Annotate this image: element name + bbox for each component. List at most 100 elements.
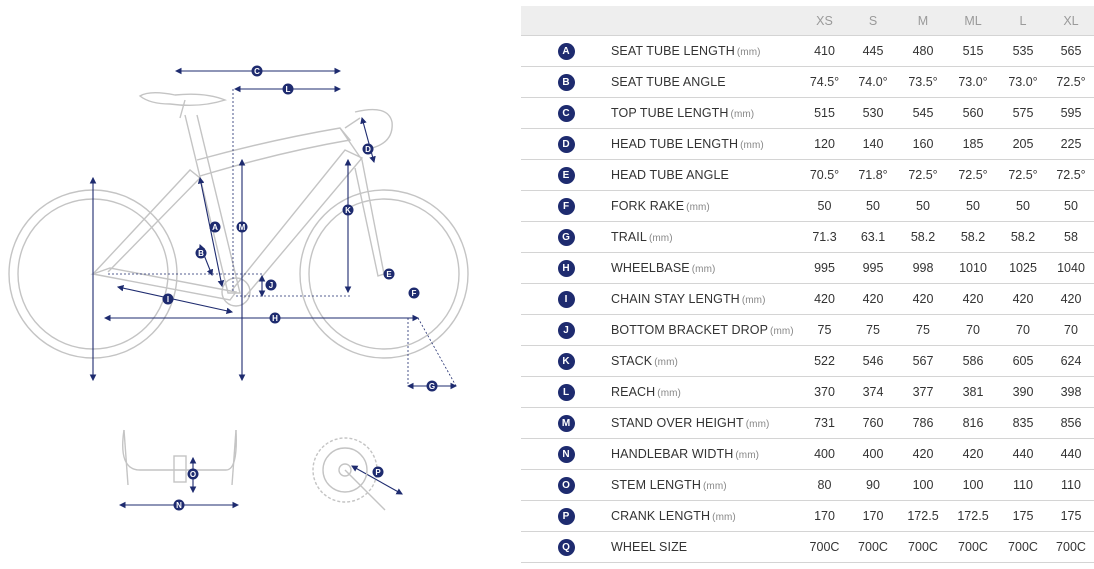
value-cell: 377 [898,376,948,408]
value-cell: 995 [848,252,898,284]
row-label-cell: HEAD TUBE ANGLE [611,159,801,191]
size-header: XS [801,6,848,36]
row-unit: (mm) [740,140,764,151]
row-label-cell: WHEELBASE(mm) [611,252,801,284]
row-unit: (mm) [691,264,716,275]
marker-h: H [269,312,281,324]
value-cell: 1040 [1048,252,1094,284]
row-key-badge: A [557,42,575,60]
value-cell: 71.8° [848,159,898,191]
value-cell: 700C [898,531,948,563]
value-cell: 440 [998,438,1048,470]
value-cell: 522 [801,345,848,377]
row-label: WHEELBASE [611,261,690,275]
value-cell: 172.5 [948,500,998,532]
crankset-view [312,437,386,511]
value-cell: 535 [998,35,1048,67]
table-header-row: XS S M ML L XL [521,6,1094,36]
value-cell: 575 [998,97,1048,129]
row-key-cell: F [521,190,611,222]
value-cell: 400 [848,438,898,470]
value-cell: 398 [1048,376,1094,408]
row-key-badge: K [557,352,575,370]
value-cell: 1025 [998,252,1048,284]
row-label-cell: HANDLEBAR WIDTH(mm) [611,438,801,470]
row-key-badge: N [557,445,575,463]
size-header: M [898,6,948,36]
row-label-cell: WHEEL SIZE [611,531,801,563]
row-key-cell: O [521,469,611,501]
marker-c: C [251,65,263,77]
row-key-badge: J [557,321,575,339]
value-cell: 1010 [948,252,998,284]
row-label: STAND OVER HEIGHT [611,416,744,430]
row-key-badge: F [557,197,575,215]
value-cell: 75 [801,314,848,346]
value-cell: 50 [801,190,848,222]
row-unit: (mm) [712,512,736,523]
marker-d: D [362,143,374,155]
row-key-cell: E [521,159,611,191]
value-cell: 205 [998,128,1048,160]
value-cell: 170 [801,500,848,532]
row-key-cell: Q [521,531,611,563]
row-label: REACH [611,385,656,399]
row-key-cell: N [521,438,611,470]
value-cell: 50 [898,190,948,222]
value-cell: 172.5 [898,500,948,532]
value-cell: 175 [1048,500,1094,532]
measurement-lines [89,67,458,509]
marker-o: O [187,468,199,480]
row-key-cell: B [521,66,611,98]
value-cell: 624 [1048,345,1094,377]
row-key-badge: Q [557,538,575,556]
value-cell: 700C [801,531,848,563]
value-cell: 63.1 [848,221,898,253]
value-cell: 225 [1048,128,1094,160]
value-cell: 595 [1048,97,1094,129]
svg-text:G: G [429,382,435,391]
row-label-cell: SEAT TUBE LENGTH(mm) [611,35,801,67]
value-cell: 50 [948,190,998,222]
value-cell: 58.2 [898,221,948,253]
row-key-cell: J [521,314,611,346]
row-label: STACK [611,354,653,368]
value-cell: 374 [848,376,898,408]
value-cell: 74.0° [848,66,898,98]
value-cell: 100 [948,469,998,501]
value-cell: 995 [801,252,848,284]
row-label: HANDLEBAR WIDTH [611,447,734,461]
value-cell: 73.5° [898,66,948,98]
row-unit: (mm) [770,326,794,337]
value-cell: 73.0° [998,66,1048,98]
row-label: STEM LENGTH [611,478,701,492]
value-cell: 565 [1048,35,1094,67]
value-cell: 420 [898,438,948,470]
marker-k: K [342,204,354,216]
row-label-cell: BOTTOM BRACKET DROP(mm) [611,314,801,346]
row-unit: (mm) [741,295,766,306]
row-label-cell: CRANK LENGTH(mm) [611,500,801,532]
row-key-cell: L [521,376,611,408]
value-cell: 856 [1048,407,1094,439]
value-cell: 998 [898,252,948,284]
row-unit: (mm) [735,450,760,461]
value-cell: 75 [898,314,948,346]
value-cell: 72.5° [898,159,948,191]
value-cell: 400 [801,438,848,470]
value-cell: 50 [1048,190,1094,222]
value-cell: 515 [801,97,848,129]
marker-a: A [209,221,221,233]
value-cell: 515 [948,35,998,67]
value-cell: 50 [848,190,898,222]
row-label-cell: HEAD TUBE LENGTH(mm) [611,128,801,160]
row-unit: (mm) [745,419,770,430]
value-cell: 50 [998,190,1048,222]
